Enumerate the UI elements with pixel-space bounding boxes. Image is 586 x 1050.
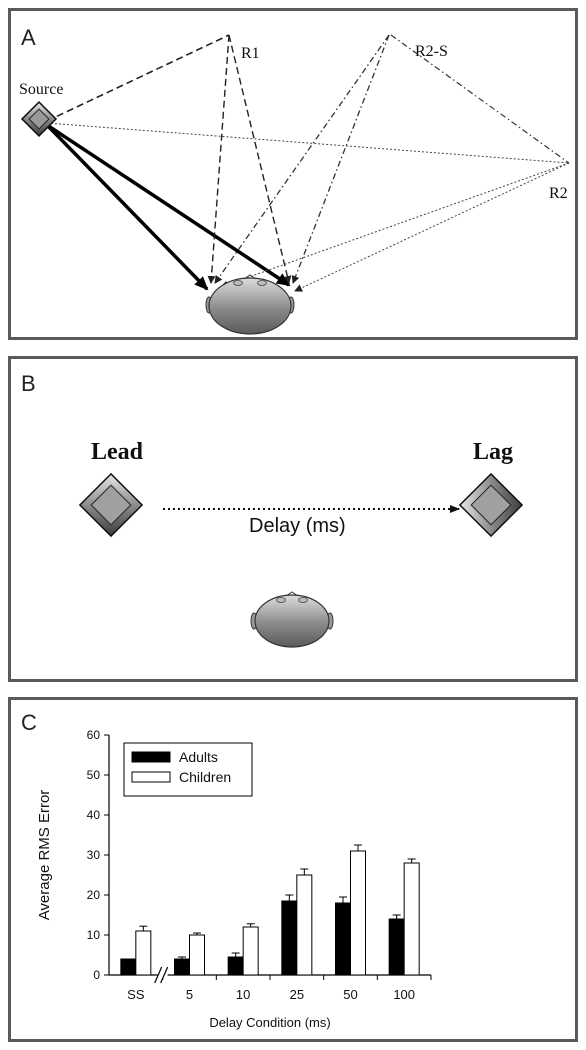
r2-label: R2 <box>549 185 568 202</box>
r2-reflect-right <box>294 162 570 292</box>
axis-break-mark <box>154 966 163 984</box>
x-tick-label: SS <box>127 987 145 1002</box>
axis-break-mark <box>160 966 169 984</box>
y-tick-label: 40 <box>87 808 101 822</box>
r2s-reflect-right <box>291 34 390 284</box>
bar-children <box>403 862 420 976</box>
bar-adults <box>227 956 244 976</box>
bar-adults <box>281 900 298 976</box>
delay-label: Delay (ms) <box>249 515 346 537</box>
bar-children <box>242 926 259 976</box>
r2s-to-r2-path <box>390 34 570 164</box>
y-tick-label: 20 <box>87 888 101 902</box>
direct-path-right <box>46 123 291 287</box>
x-tick-label: 50 <box>343 987 357 1002</box>
source-speaker-icon <box>20 100 58 138</box>
bar-children <box>135 930 152 976</box>
y-tick-label: 30 <box>87 848 101 862</box>
lag-speaker-icon <box>458 472 524 538</box>
r2-incident-path <box>46 122 570 164</box>
r1-reflect-right <box>228 34 292 284</box>
legend-label: Children <box>179 769 231 785</box>
panel-a: A Source R1 R2-S R2 <box>8 8 578 340</box>
bar-children <box>296 874 313 976</box>
r1-label: R1 <box>241 45 260 62</box>
lead-speaker-icon <box>78 472 144 538</box>
r1-reflect-left <box>207 34 230 284</box>
panel-b: B Lead Lag Delay (ms) <box>8 356 578 682</box>
legend-swatch <box>131 751 171 763</box>
x-tick-label: 10 <box>236 987 250 1002</box>
panel-a-label: A <box>21 25 36 50</box>
y-tick-label: 0 <box>93 968 100 982</box>
bar-adults <box>388 918 405 976</box>
x-tick-label: 5 <box>186 987 193 1002</box>
direct-path-left <box>45 123 209 291</box>
x-tick-label: 100 <box>393 987 415 1002</box>
axis-break-gap <box>157 972 168 978</box>
panel-a-diagram <box>20 34 570 335</box>
bar-adults <box>335 902 351 976</box>
x-tick-label: 25 <box>290 987 304 1002</box>
y-tick-label: 10 <box>87 928 101 942</box>
source-label: Source <box>19 81 64 98</box>
bar-children <box>350 850 366 976</box>
r2-reflect-left <box>220 162 570 289</box>
panel-b-diagram <box>78 472 524 648</box>
r1-incident-path <box>46 34 230 122</box>
r2s-label: R2-S <box>415 43 448 60</box>
legend-label: Adults <box>179 749 218 765</box>
lead-label: Lead <box>91 439 144 465</box>
y-tick-label: 50 <box>87 768 101 782</box>
x-axis-title: Delay Condition (ms) <box>209 1015 330 1030</box>
r2s-reflect-left <box>214 34 390 284</box>
panel-b-label: B <box>21 371 36 396</box>
y-axis-title: Average RMS Error <box>36 790 53 921</box>
bar-children <box>189 934 205 976</box>
bar-adults <box>120 958 137 976</box>
listener-head-icon <box>205 274 295 335</box>
listener-head-icon-b <box>250 591 334 648</box>
y-tick-label: 60 <box>87 728 101 742</box>
bar-adults <box>174 958 190 976</box>
legend-swatch <box>131 771 171 783</box>
lag-label: Lag <box>473 439 514 465</box>
panel-c-label: C <box>21 710 37 735</box>
